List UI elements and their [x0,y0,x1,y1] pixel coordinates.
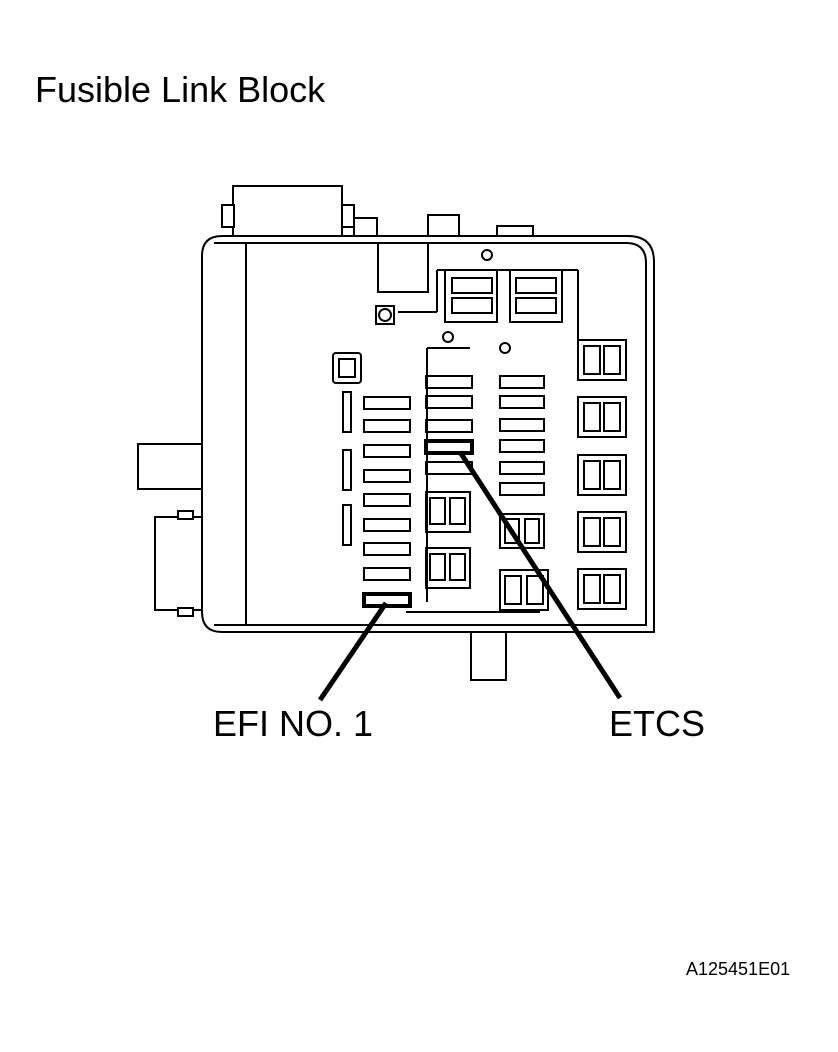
right-fuse-column [499,375,549,611]
efi-leader-line [317,601,389,702]
etcs-fuse [424,439,474,455]
etcs-label: ETCS [609,703,706,744]
middle-fuse-column [406,347,540,613]
figure-id: A125451E01 [686,959,791,979]
left-connector-upper [137,443,204,490]
etcs-leader-line [457,450,623,700]
sensor-connector [332,352,362,384]
top-connector [232,185,343,237]
left-connector-lower [154,516,204,611]
relay-column [577,339,627,610]
diagram-title: Fusible Link Block [35,69,326,110]
efi-no-1-fuse [362,592,412,608]
efi-no-1-label: EFI NO. 1 [213,703,374,744]
left-fuse-column [342,391,411,581]
bottom-tab [470,631,507,681]
